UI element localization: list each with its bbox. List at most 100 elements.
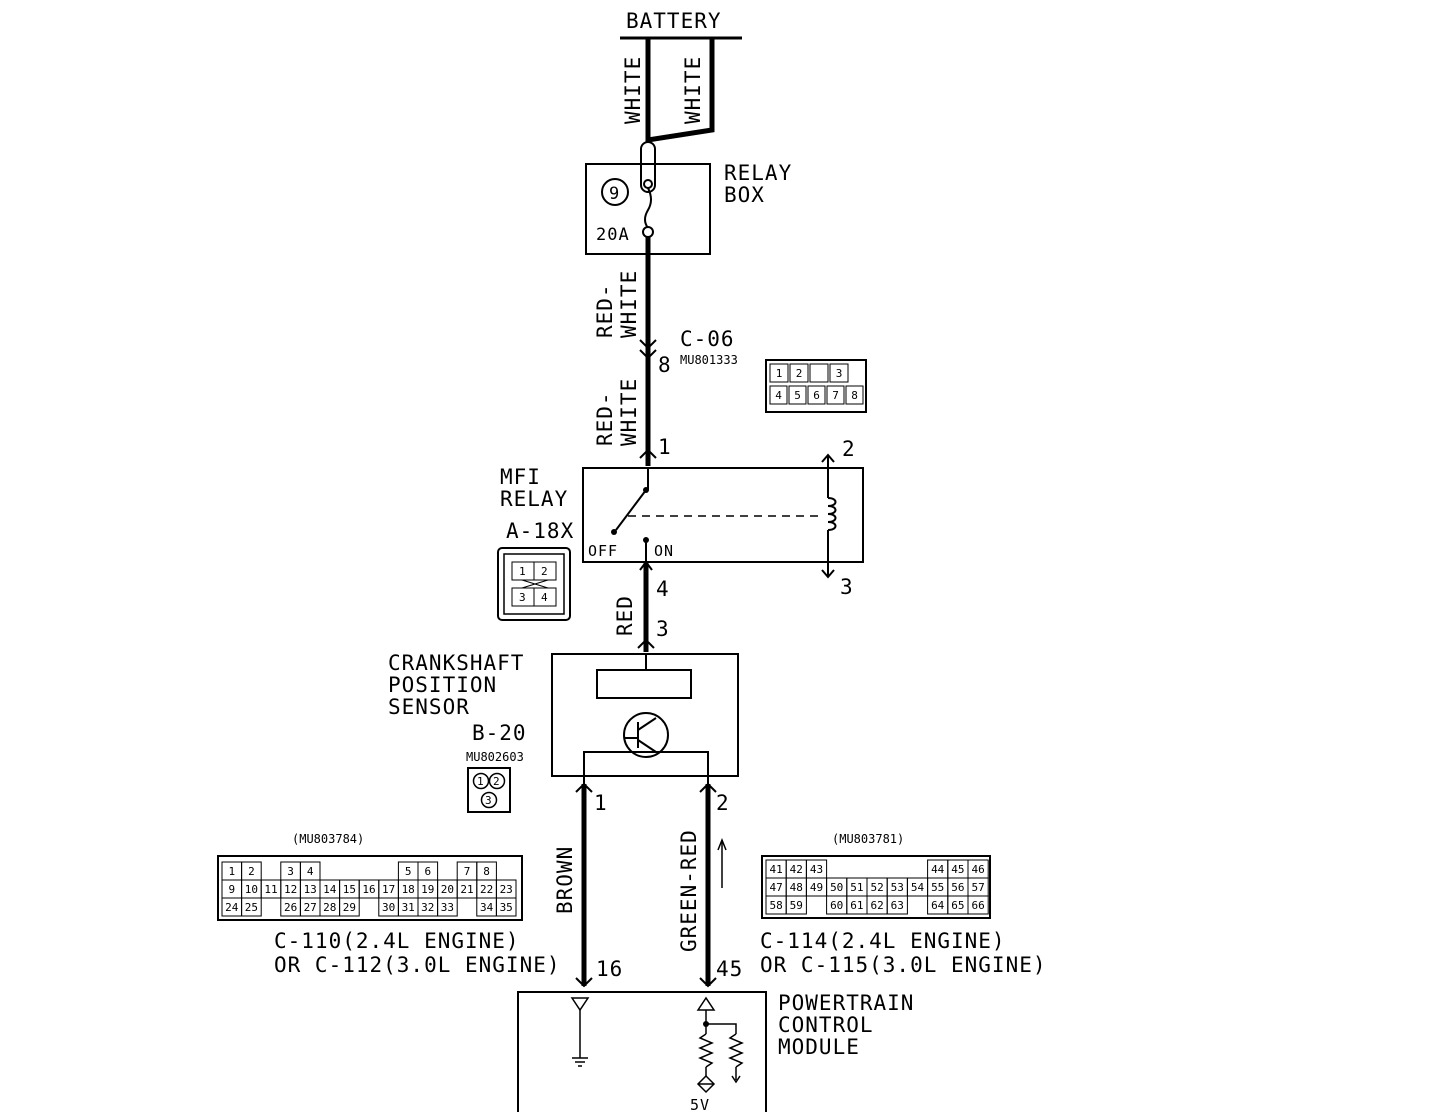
c06-connector-name: C-06 [680,327,735,351]
pcm-connector-right-line2: OR C-115(3.0L ENGINE) [760,953,1047,977]
pcm-right-pin-43: 43 [810,863,823,876]
pcm-right-pin-52: 52 [870,881,883,894]
pcm-connector-right-part: (MU803781) [832,832,904,846]
a18x-pin-box-2 [533,561,557,581]
battery-label: BATTERY [626,9,722,33]
relay-off-contact [611,529,617,535]
pcm-right-pin-45: 45 [951,863,964,876]
pcm-right-pin-56: 56 [951,881,964,894]
relay-box-label-line1: RELAY [724,161,792,185]
pcm-left-pin-33-box [437,897,458,917]
ckp-label-line1: CRANKSHAFT [388,651,524,675]
c06-pin-4-box [769,385,788,405]
fuse-rating: 20A [596,225,630,245]
pcm-right-pin-63: 63 [891,899,904,912]
a18x-pin-box-4 [533,587,557,607]
pcm-left-pin-4: 4 [307,865,314,878]
pcm-left-pin-6: 6 [424,865,431,878]
pcm-left-pin-24: 24 [225,901,239,914]
ckp-pin3-label: 3 [656,617,670,641]
pcm-label-line2: CONTROL [778,1013,874,1037]
crankshaft-position-sensor: CRANKSHAFT POSITION SENSOR B-20 MU802603 [388,651,739,784]
pcm-right-pin-51: 51 [850,881,863,894]
mfi-relay-label-line1: MFI [500,465,541,489]
pcm-connector-left-part: (MU803784) [292,832,364,846]
wire-red: 4 RED 3 [613,560,670,652]
pcm-right-pin-65: 65 [951,899,964,912]
pcm-left-pin-22: 22 [480,883,493,896]
fuse-element [644,187,652,229]
pcm-left-pin-21: 21 [460,883,473,896]
pcm-right-pin-59: 59 [790,899,803,912]
a18x-cross-b [521,579,549,589]
wire-red-white-label-2b: WHITE [617,378,641,446]
pcm-left-pin-35: 35 [500,901,513,914]
pcm-pin45-arrow [699,977,717,988]
pcm-input-arrow-icon [731,1067,741,1084]
pcm-right-pin-53: 53 [891,881,904,894]
pcm-left-pin-7: 7 [464,865,471,878]
b20-pin-circle-3 [480,791,498,809]
relay-pin3-arrow [821,569,835,579]
pcm-left-pin-12: 12 [284,883,297,896]
b20-pin-circle-2 [488,772,506,790]
ckp-label-line3: SENSOR [388,695,470,719]
b20-pin-circle-1 [472,772,490,790]
pcm-left-pin-10: 10 [245,883,258,896]
ckp-part-number: MU802603 [466,750,524,764]
relay-switch-arm [615,489,647,531]
pcm-right-pin-44: 44 [931,863,945,876]
c06-face-outline [765,359,867,413]
pcm-left-pin-20: 20 [441,883,454,896]
relay-coil-winding [827,497,837,531]
pcm-left-pin-30: 30 [382,901,395,914]
pcm-left-pin-16: 16 [362,883,375,896]
battery-wire-right-color: WHITE [681,56,705,124]
c06-pin-6-box [807,385,826,405]
mfi-relay-connector-id: A-18X [506,519,574,543]
wire-brown: 1 BROWN 16 [553,782,622,988]
c06-pin-5-box [788,385,807,405]
a18x-connector-face: 1 2 3 4 [497,547,571,621]
pcm-left-pin-1: 1 [228,865,235,878]
ckp-pin1-label: 1 [594,791,608,815]
a18x-face-inner [503,553,565,615]
c06-pin-1-box [769,363,789,383]
pcm-right-pin-50: 50 [830,881,843,894]
pcm-left-pin-18: 18 [402,883,415,896]
c06-pin-6: 6 [813,389,820,402]
pcm-connector-left-line1: C-110(2.4L ENGINE) [274,929,520,953]
c06-pin-5: 5 [794,389,801,402]
wire-red-white-label-1a: RED- [593,283,617,338]
battery-wire-left-color: WHITE [621,56,645,124]
wire-green-red: 2 GREEN-RED 45 [677,782,743,988]
pcm-pin45-label: 45 [716,957,743,981]
pcm-label-line1: POWERTRAIN [778,991,914,1015]
mfi-pin3-label: 3 [840,575,854,599]
ckp-transistor-collector [637,717,657,731]
pcm-left-pin-34: 34 [480,901,494,914]
pcm-left-pin-33: 33 [441,901,454,914]
pcm-left-pin-28: 28 [323,901,336,914]
pcm-left-pin-31: 31 [402,901,415,914]
a18x-pin-1: 1 [519,565,526,578]
c06-pin-4: 4 [775,389,782,402]
wire-red-white-label-1b: WHITE [617,270,641,338]
ckp-pin2-label: 2 [716,791,730,815]
pcm-connector-right-line1: C-114(2.4L ENGINE) [760,929,1006,953]
pcm-right-pin-59-box [785,895,807,915]
ckp-pin3-arrow [637,638,655,649]
c06-pin-1: 1 [776,367,783,380]
mfi-relay-outline [582,467,864,563]
wire-red-label: RED [613,595,637,636]
c06-pin-8-box [845,385,864,405]
pcm-right-pin-49: 49 [810,881,823,894]
pcm-right-pin-63-box [886,895,908,915]
pcm-left-pin-26: 26 [284,901,297,914]
c06-pin-2-box [789,363,809,383]
pcm-right-pin-66-box [967,895,989,915]
ckp-transistor-circle [623,712,669,758]
pcm-right-pin-62: 62 [870,899,883,912]
